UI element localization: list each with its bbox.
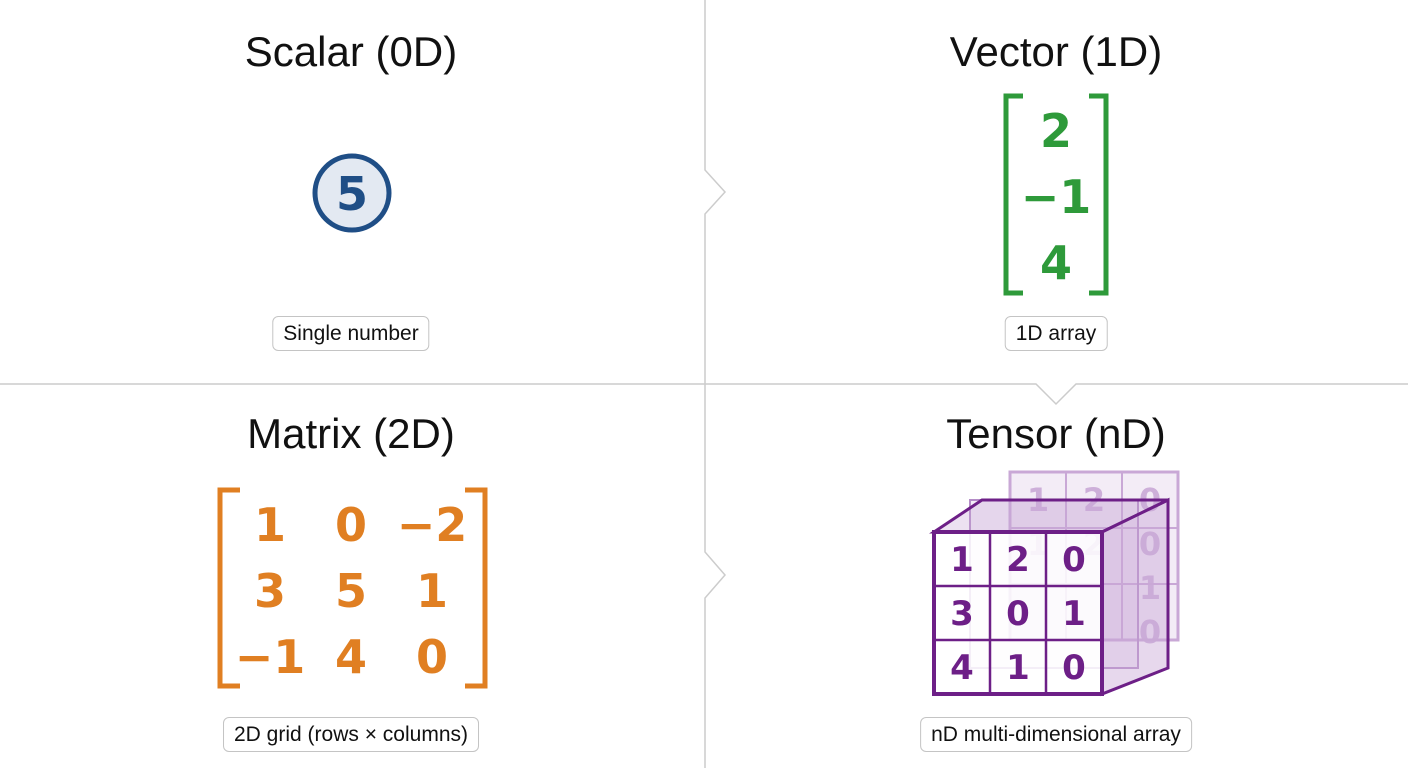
tensor-front-face	[932, 530, 1104, 696]
vector-title: Vector (1D)	[949, 28, 1163, 75]
matrix-cell: −1	[235, 630, 306, 684]
matrix-cell: 1	[416, 564, 448, 618]
tensor-front-cell: 2	[1006, 540, 1030, 580]
tensor-front-cell: 0	[1062, 540, 1086, 580]
tensor-front-cell: 0	[1006, 594, 1030, 634]
tensor-front-grid	[934, 532, 1102, 694]
matrix-left-bracket	[217, 487, 240, 689]
vector-value: −1	[1021, 170, 1092, 224]
tensor-front-cell: 1	[950, 540, 974, 580]
matrix-title: Matrix (2D)	[247, 410, 455, 457]
vector-value: 4	[1040, 236, 1072, 290]
vector-right-bracket	[1089, 93, 1109, 296]
scalar-circle	[312, 153, 392, 233]
scalar-value: 5	[336, 167, 368, 221]
tensor-side-face	[1100, 497, 1170, 697]
tensor-front-cell: 4	[950, 648, 974, 688]
matrix-caption: 2D grid (rows × columns)	[223, 717, 479, 753]
scalar-graphic: 5	[312, 153, 392, 233]
tensor-title: Tensor (nD)	[946, 410, 1166, 457]
matrix-cell: 5	[335, 564, 367, 618]
matrix-right-bracket	[465, 487, 488, 689]
tensor-front-cell: 1	[1062, 594, 1086, 634]
matrix-cell: 4	[335, 630, 367, 684]
vector-left-bracket	[1003, 93, 1023, 296]
tensor-front-cell: 1	[1006, 648, 1030, 688]
tensor-back-cell: 0	[1139, 613, 1161, 651]
matrix-cell: 1	[254, 498, 286, 552]
tensor-front-cell: 3	[950, 594, 974, 634]
scalar-title: Scalar (0D)	[244, 28, 458, 75]
tensor-caption: nD multi-dimensional array	[920, 717, 1192, 753]
tensor-back-cell: 0	[1139, 525, 1161, 563]
tensor-back-cell: 1	[1139, 569, 1161, 607]
scalar-caption: Single number	[272, 316, 430, 352]
horizontal-divider	[0, 383, 1408, 406]
vertical-divider	[704, 0, 727, 768]
matrix-cell: 0	[335, 498, 367, 552]
vector-value: 2	[1040, 104, 1072, 158]
matrix-cell: 0	[416, 630, 448, 684]
vector-graphic: 2 −1 4	[1003, 93, 1109, 296]
matrix-cell: −2	[397, 498, 468, 552]
matrix-cell: 3	[254, 564, 286, 618]
tensor-front-cell: 0	[1062, 648, 1086, 688]
vector-caption: 1D array	[1004, 316, 1108, 352]
